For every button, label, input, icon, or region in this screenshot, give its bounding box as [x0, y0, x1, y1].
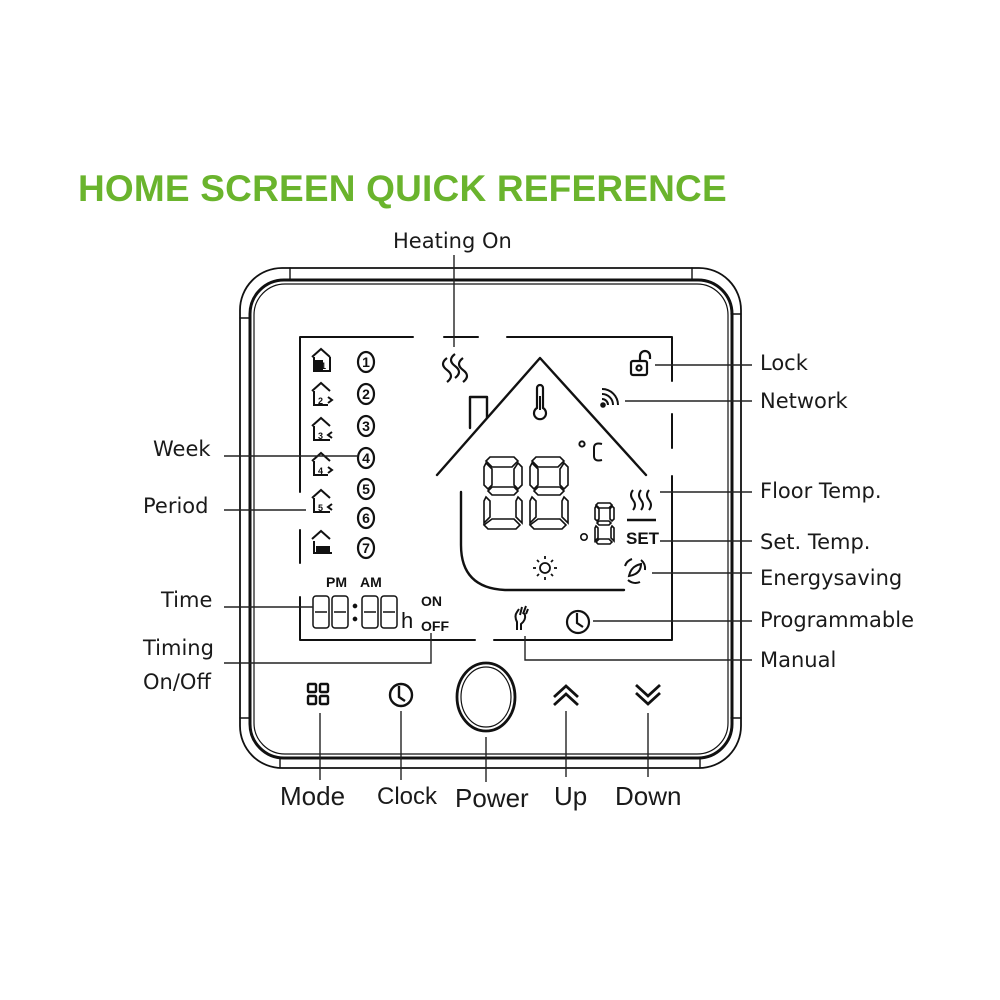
page-title: HOME SCREEN QUICK REFERENCE — [78, 168, 727, 209]
week-day-6: 6 — [362, 510, 370, 526]
set-label: SET — [626, 529, 660, 548]
clock-button-label: Clock — [377, 783, 438, 810]
down-button-label: Down — [615, 781, 682, 811]
lcd-window-outline — [299, 336, 673, 641]
week-day-2: 2 — [362, 386, 370, 402]
label-network: Network — [760, 389, 848, 413]
week-day-numbers: 1 2 3 4 5 6 7 — [362, 354, 370, 556]
svg-text:3: 3 — [318, 431, 323, 441]
power-circle-icon — [455, 661, 517, 733]
label-programmable: Programmable — [760, 608, 915, 632]
hour-unit: h — [401, 608, 413, 633]
timer-off-indicator: OFF — [421, 618, 449, 634]
network-signal-icon — [600, 388, 619, 408]
energy-saving-leaf-icon — [624, 558, 647, 584]
svg-text:5: 5 — [318, 503, 323, 513]
mode-grid-icon — [306, 682, 330, 706]
label-set-temp: Set. Temp. — [760, 530, 871, 554]
timer-on-indicator: ON — [421, 593, 442, 609]
svg-text:4: 4 — [318, 466, 323, 476]
week-day-3: 3 — [362, 418, 370, 434]
thermostat-bezel — [239, 267, 742, 769]
house-outline — [435, 356, 648, 592]
week-day-7: 7 — [362, 540, 370, 556]
clock-button[interactable] — [388, 682, 414, 708]
svg-text:1: 1 — [321, 361, 326, 371]
celsius-unit — [578, 440, 603, 462]
up-button[interactable] — [553, 684, 579, 707]
label-manual: Manual — [760, 648, 837, 672]
temperature-digits — [482, 456, 615, 545]
am-indicator: AM — [360, 574, 382, 590]
power-button[interactable] — [455, 661, 517, 733]
callout-leader-lines — [224, 255, 752, 782]
label-period: Period — [143, 494, 209, 518]
label-timing-line2: On/Off — [143, 670, 211, 694]
sun-icon — [533, 556, 557, 580]
pm-indicator: PM — [326, 574, 347, 590]
week-day-4: 4 — [362, 450, 370, 466]
period-icons — [311, 347, 334, 554]
chevron-double-down-icon — [635, 683, 661, 706]
week-day-circles — [356, 350, 376, 560]
lock-icon — [629, 349, 652, 377]
label-lock: Lock — [760, 351, 808, 375]
floor-heat-icon — [627, 489, 656, 522]
clock-icon — [388, 682, 414, 708]
thermometer-icon — [532, 383, 548, 421]
week-period-column: 1 2 3 4 5 1 2 3 4 5 6 7 — [311, 347, 376, 560]
label-time: Time — [161, 588, 213, 612]
week-day-5: 5 — [362, 481, 370, 497]
label-floor-temp: Floor Temp. — [760, 479, 882, 503]
up-button-label: Up — [554, 781, 588, 811]
label-heating-on: Heating On — [393, 229, 512, 253]
power-button-label: Power — [455, 783, 529, 813]
manual-hand-icon — [514, 605, 529, 630]
period-icon-digits: 1 2 3 4 5 — [318, 361, 326, 513]
down-button[interactable] — [635, 683, 661, 706]
heating-waves-icon — [441, 353, 469, 383]
svg-text:2: 2 — [318, 396, 323, 406]
clock-digits — [312, 595, 398, 629]
label-timing-line1: Timing — [143, 636, 214, 660]
label-energysaving: Energysaving — [760, 566, 903, 590]
label-week: Week — [153, 437, 211, 461]
week-day-1: 1 — [362, 354, 370, 370]
chevron-double-up-icon — [553, 684, 579, 707]
programmable-clock-icon — [565, 609, 591, 635]
mode-button[interactable] — [306, 682, 330, 706]
mode-button-label: Mode — [280, 781, 346, 811]
